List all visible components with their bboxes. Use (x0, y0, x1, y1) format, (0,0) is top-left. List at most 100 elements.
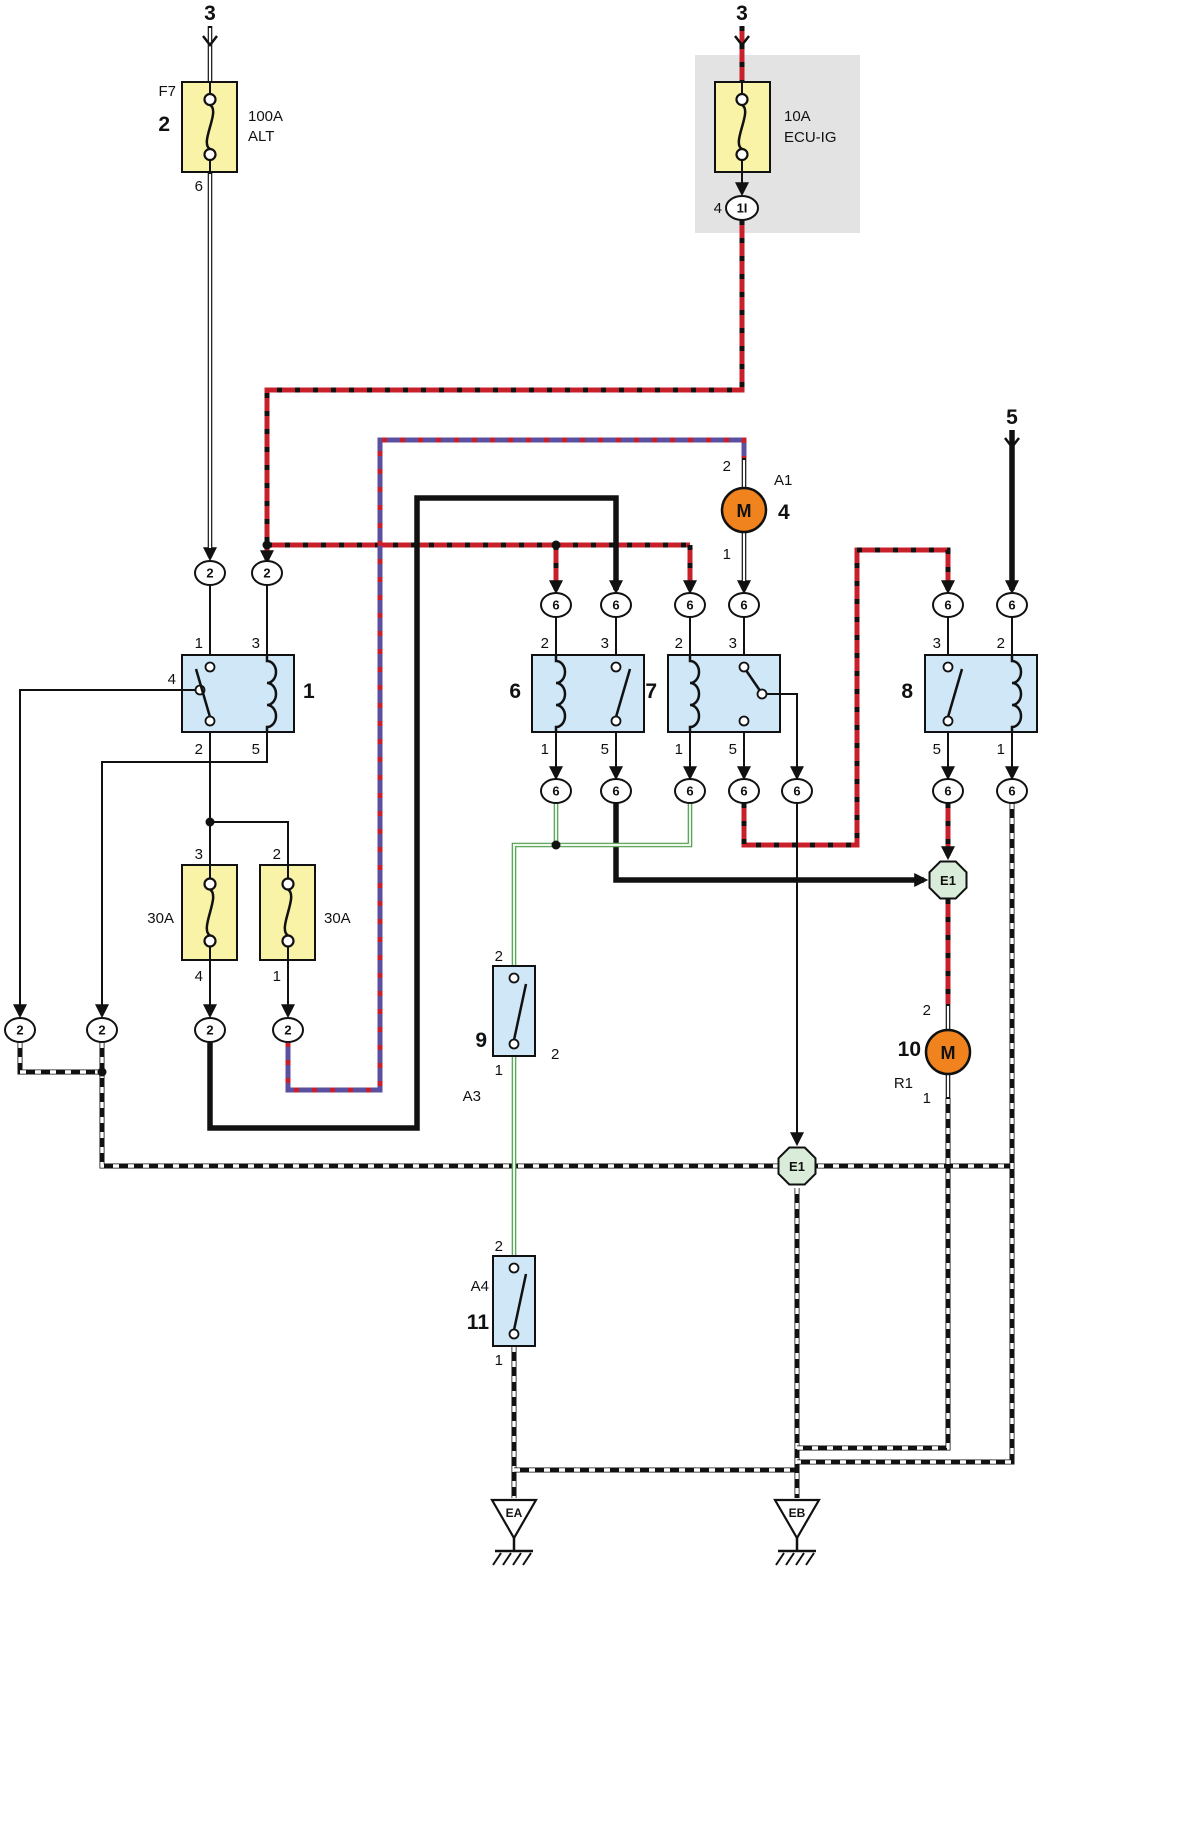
relay-7-terminal (738, 715, 750, 727)
fuse-30a-left (181, 864, 238, 961)
relay-8 (924, 654, 1038, 733)
fuse-30a-left-terminal-top (203, 877, 217, 891)
connector-label: 6 (612, 784, 619, 799)
feed-five-chevron-icon (1004, 437, 1020, 450)
fuse-f7-rating: 100A (248, 108, 283, 125)
relay-7-number: 7 (645, 680, 657, 703)
connector-label: 2 (263, 566, 270, 581)
relay-6-switch-blade (614, 668, 632, 718)
relay-7-terminal (756, 688, 768, 700)
connector-label: 2 (206, 566, 213, 581)
relay-6-box (531, 654, 645, 733)
relay-7-coil (688, 655, 701, 732)
motor-r1-circle (924, 1028, 972, 1076)
connector-oval-6 (728, 592, 760, 618)
connector-oval-6 (674, 778, 706, 804)
relay-8-pin-label: 3 (933, 635, 941, 652)
switch-11-terminal (508, 1262, 520, 1274)
relay-6-pin-label: 3 (601, 635, 609, 652)
wires (13, 26, 1019, 1498)
connector-label: 1I (737, 201, 748, 216)
connector-label: 6 (1008, 784, 1015, 799)
relay-8-coil (1010, 655, 1023, 732)
relay-8-pin-label: 1 (997, 741, 1005, 758)
fuse-ecu-terminal-bottom (735, 147, 749, 162)
ground-eb-triangle (773, 1498, 821, 1541)
feed-five-number: 5 (1006, 406, 1018, 429)
feed-ecu-chevron-icon (734, 35, 750, 48)
fuse-ecu-name: ECU-IG (784, 129, 837, 146)
motor-a1-symbol: M (737, 501, 752, 521)
connector-oval-6 (674, 592, 706, 618)
switch-11 (492, 1255, 536, 1347)
fuse-f7-element (205, 103, 215, 151)
ground-eb-hatch (775, 1552, 815, 1566)
connector-oval-6 (600, 778, 632, 804)
fuse-f7 (181, 81, 238, 173)
switch-11-pin-label: 2 (495, 1238, 503, 1255)
fuse-30a-right-pin: 2 (273, 846, 281, 863)
relay-1-coil (265, 655, 278, 732)
motor-r1: M (924, 1028, 972, 1076)
relay-1-terminal (204, 661, 216, 673)
relay-1-pin-label: 3 (252, 635, 260, 652)
wire-fuse30b-to-motor-a1-stripe (285, 437, 747, 1093)
motor-a1-pin-label: 2 (723, 458, 731, 475)
connector-oval-6 (781, 778, 813, 804)
connector-label: 6 (740, 784, 747, 799)
connector-oval-6 (932, 778, 964, 804)
connector-oval-2 (4, 1017, 36, 1043)
fuse-f7-name: ALT (248, 128, 274, 145)
switch-9-terminal (508, 1038, 520, 1050)
relay-7 (667, 654, 781, 733)
relay-1-number: 1 (303, 680, 315, 703)
motor-r1-pin-label: 2 (923, 1002, 931, 1019)
relay-8-switch-blade (946, 668, 964, 718)
switch-9-terminal (508, 972, 520, 984)
motor-r1-symbol: M (941, 1043, 956, 1063)
switch-11-terminal (508, 1328, 520, 1340)
fuse-f7-number: 2 (158, 113, 170, 136)
relay-6-coil (554, 655, 567, 732)
connector-label: 2 (16, 1023, 23, 1038)
wire-branch-to-fuse30b (210, 821, 289, 865)
ground-ea-label: EA (506, 1506, 523, 1520)
connector-label: 2 (206, 1023, 213, 1038)
wire-ground-bus-stripe (100, 1042, 1012, 1168)
junction-dot (551, 840, 561, 850)
wire-relay8-coil-to-eb (797, 803, 1015, 1465)
relay-7-switch-blade (745, 670, 761, 691)
switch-9-pin-label: 2 (495, 948, 503, 965)
junction-dots (97, 540, 561, 1077)
relay-1 (181, 654, 295, 733)
connector-oval-6 (540, 778, 572, 804)
switch-11-id: A4 (471, 1278, 489, 1295)
wire-fuse30a-to-relay6 (207, 495, 623, 1131)
connector-oval-6 (932, 592, 964, 618)
connector-label: 6 (944, 784, 951, 799)
motor-a1-id: A1 (774, 472, 792, 489)
junction-e1-upper-shape (928, 860, 968, 900)
ground-eb-label: EB (789, 1506, 806, 1520)
relay-1-pin-label: 4 (168, 671, 176, 688)
fuse-30a-left-pin: 4 (195, 968, 203, 985)
connector-oval-6 (540, 592, 572, 618)
fuse-30a-right-element (283, 888, 293, 937)
relay-7-pin-label: 1 (675, 741, 683, 758)
fuse-ecu-element (737, 103, 747, 151)
motor-a1: M (720, 486, 768, 534)
junction-e1-lower-label: E1 (789, 1159, 805, 1174)
wire-relay6-to-e1 (613, 803, 929, 887)
switch-9-blade (512, 983, 528, 1041)
fuse-ecu-pin: 4 (714, 200, 722, 217)
switch-9-number: 9 (475, 1029, 487, 1052)
wire-relay1-pin5 (95, 732, 268, 1019)
relay-8-terminal (942, 661, 954, 673)
ground-ea: EA (490, 1498, 538, 1566)
switch-9 (492, 965, 536, 1057)
connector-oval-6 (728, 778, 760, 804)
fuse-30a-left-element (205, 888, 215, 937)
fuse-f7-terminal-top (203, 92, 217, 107)
relay-1-pin-label: 5 (252, 741, 260, 758)
